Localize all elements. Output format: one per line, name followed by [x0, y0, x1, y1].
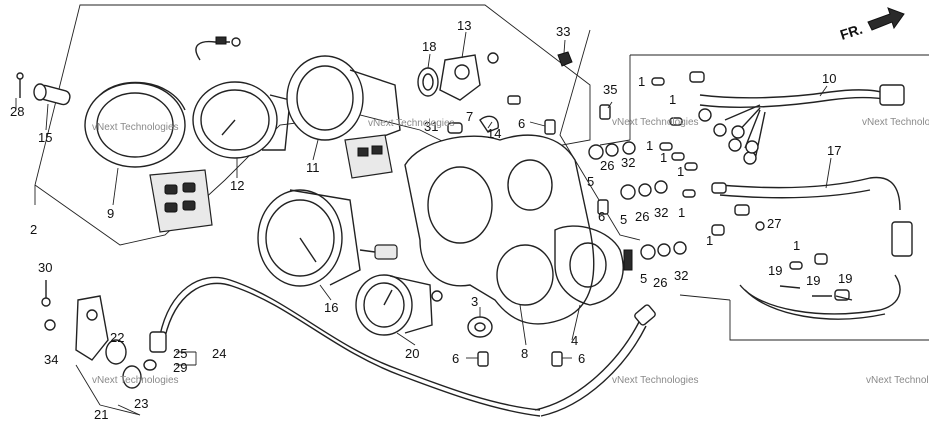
callout-4: 4: [571, 333, 578, 348]
callout-1-c: 1: [646, 138, 653, 153]
cap-and-screw: [16, 72, 71, 106]
tachometer-gauge: [257, 189, 398, 287]
callout-1-d: 1: [660, 150, 667, 165]
grommet: [467, 316, 493, 338]
callout-32-b: 32: [654, 205, 668, 220]
callout-16: 16: [324, 300, 338, 315]
watermarks: vNext Technologies vNext Technologies vN…: [92, 117, 929, 386]
tachometer-case: [286, 55, 401, 179]
callout-7: 7: [466, 109, 473, 124]
callout-1-h: 1: [793, 238, 800, 253]
callout-3: 3: [471, 294, 478, 309]
callout-11: 11: [306, 160, 320, 175]
watermark-text: vNext Technologies: [368, 118, 455, 129]
callout-8: 8: [521, 346, 528, 361]
callout-33: 33: [556, 24, 570, 39]
callout-21: 21: [94, 407, 108, 422]
callout-24: 24: [212, 346, 226, 361]
callout-29: 29: [173, 360, 187, 375]
callout-13: 13: [457, 18, 471, 33]
assembly-frame: [34, 4, 641, 246]
callout-19-c: 19: [838, 271, 852, 286]
wiring-harness-lower: [711, 176, 913, 320]
callout-1-e: 1: [677, 164, 684, 179]
callout-10: 10: [822, 71, 836, 86]
callout-14: 14: [487, 126, 501, 141]
watermark-text: vNext Technologies: [866, 375, 929, 386]
callout-19-b: 19: [806, 273, 820, 288]
callout-1-a: 1: [638, 74, 645, 89]
indicator-bulbs: [651, 77, 803, 270]
speedometer-cable: [143, 276, 656, 417]
callout-19-a: 19: [768, 263, 782, 278]
callout-26-a: 26: [600, 158, 614, 173]
callout-22: 22: [110, 330, 124, 345]
callout-6-low-b: 6: [578, 351, 585, 366]
front-direction-label: FR.: [838, 21, 864, 43]
speedometer-case: [84, 81, 213, 233]
watermark-text: vNext Technologies: [612, 375, 699, 386]
leader-lines: [15, 31, 832, 416]
callout-23: 23: [134, 396, 148, 411]
callout-28: 28: [10, 104, 24, 119]
callout-6-mid: 6: [598, 209, 605, 224]
callout-5-a: 5: [587, 174, 594, 189]
callout-30: 30: [38, 260, 52, 275]
bulb-sockets: [588, 141, 687, 260]
callout-27: 27: [767, 216, 781, 231]
harness-frame: [599, 54, 929, 341]
direction-arrow: [867, 7, 905, 31]
clamps-and-bolts: [447, 95, 611, 367]
callout-18: 18: [422, 39, 436, 54]
fuel-gauge: [355, 274, 443, 336]
cable-fittings: [41, 280, 142, 389]
callout-35: 35: [603, 82, 617, 97]
watermark-text: vNext Technologies: [612, 117, 699, 128]
callout-5-c: 5: [640, 271, 647, 286]
callout-6-top: 6: [518, 116, 525, 131]
callout-1-b: 1: [669, 92, 676, 107]
callout-20: 20: [405, 346, 419, 361]
small-brackets: [417, 51, 573, 101]
callout-34: 34: [44, 352, 58, 367]
callout-32-a: 32: [621, 155, 635, 170]
callout-6-low-a: 6: [452, 351, 459, 366]
instrument-bracket: [404, 134, 633, 325]
watermark-text: vNext Technologies: [92, 122, 179, 133]
callout-9: 9: [107, 206, 114, 221]
callout-2: 2: [30, 222, 37, 237]
callout-1-g: 1: [706, 233, 713, 248]
callout-26-c: 26: [653, 275, 667, 290]
screws-19: [755, 221, 853, 301]
callout-25: 25: [173, 346, 187, 361]
callout-12: 12: [230, 178, 244, 193]
watermark-text: vNext Technologies: [92, 375, 179, 386]
callout-15: 15: [38, 130, 52, 145]
callout-26-b: 26: [635, 209, 649, 224]
callout-17: 17: [827, 143, 841, 158]
watermark-text: vNext Technologies: [862, 117, 929, 128]
callout-1-f: 1: [678, 205, 685, 220]
speedometer-gauge: [192, 36, 291, 159]
wiring-harness-upper: [689, 71, 905, 165]
callout-31: 31: [424, 119, 438, 134]
callout-32-c: 32: [674, 268, 688, 283]
callout-5-b: 5: [620, 212, 627, 227]
callout-labels: 28 15 9 2 12 11 31 13 18 33 7 14 6 35 10…: [10, 18, 852, 422]
